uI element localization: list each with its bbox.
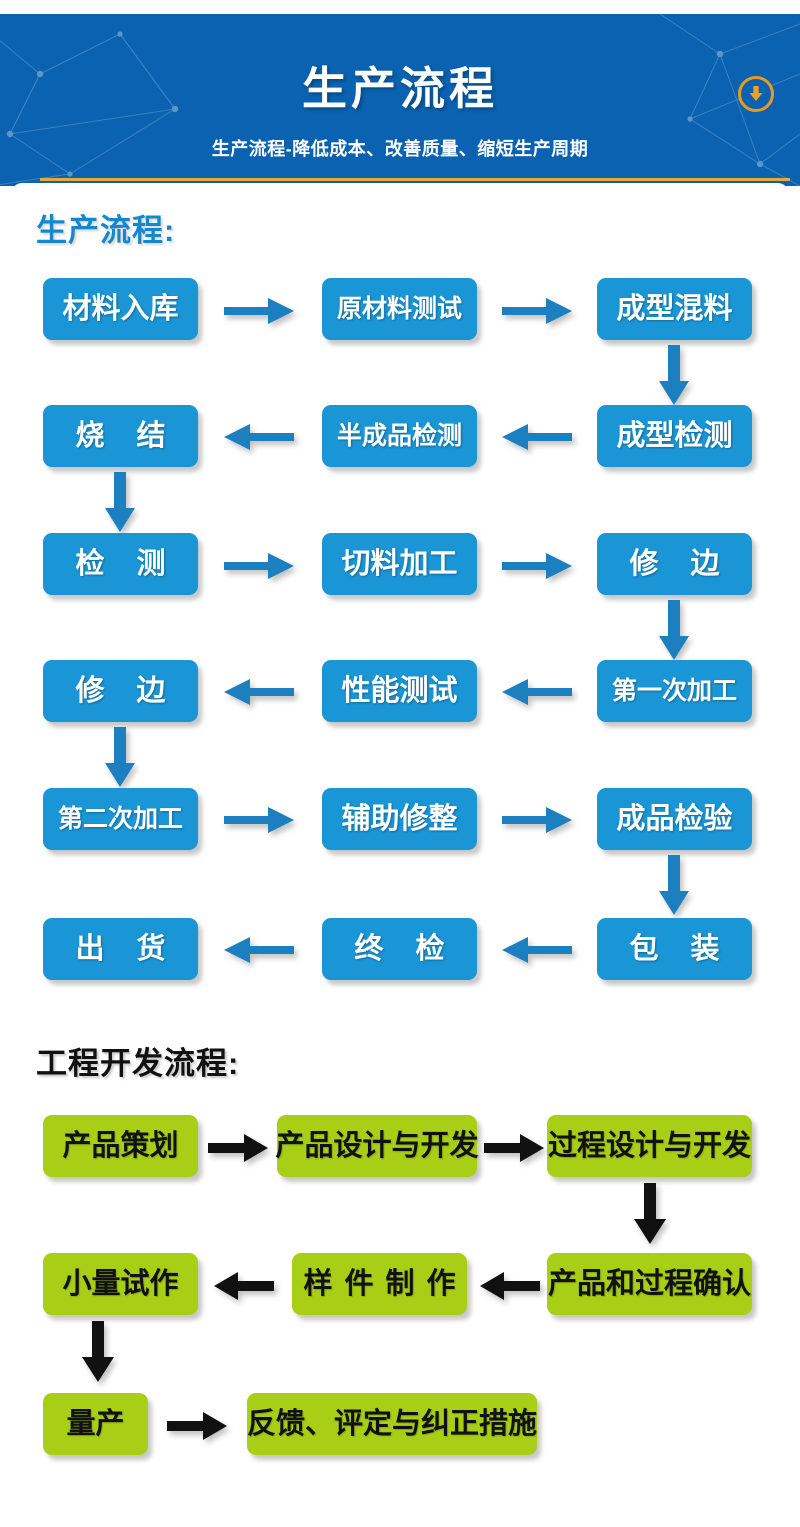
node-production-10[interactable]: 第一次加工: [597, 660, 752, 722]
node-engineering-8[interactable]: 反馈、评定与纠正措施: [247, 1393, 537, 1455]
node-production-12[interactable]: 修 边: [43, 660, 198, 722]
arrow-left-icon: [478, 1271, 540, 1301]
arrow-right-icon: [502, 551, 574, 581]
arrow-right-icon: [502, 805, 574, 835]
node-label: 原材料测试: [336, 294, 462, 323]
arrow-down-icon: [80, 1321, 116, 1383]
arrow-left-icon: [212, 1271, 274, 1301]
node-production-17[interactable]: 终 检: [322, 918, 477, 980]
network-pattern-decoration: [0, 14, 800, 186]
node-label: 修 边: [75, 674, 178, 707]
arrow-down-icon: [632, 1183, 668, 1245]
node-production-9[interactable]: 修 边: [597, 533, 752, 595]
node-label: 出 货: [75, 932, 178, 965]
node-production-11[interactable]: 性能测试: [322, 660, 477, 722]
node-label: 检 测: [75, 547, 178, 580]
node-production-14[interactable]: 辅助修整: [322, 788, 477, 850]
node-label: 材料入库: [62, 292, 179, 325]
node-label: 成型检测: [616, 419, 733, 452]
node-production-1[interactable]: 材料入库: [43, 278, 198, 340]
node-production-6[interactable]: 烧 结: [43, 405, 198, 467]
node-label: 过程设计与开发: [547, 1129, 751, 1162]
node-production-3[interactable]: 成型混料: [597, 278, 752, 340]
node-production-7[interactable]: 检 测: [43, 533, 198, 595]
content-card: 生产流程: 材料入库 原材料测试 成型混料 烧 结 半成品检测 成型检测: [12, 183, 788, 1521]
arrow-left-icon: [502, 935, 574, 965]
node-label: 辅助修整: [341, 802, 458, 835]
arrow-left-icon: [224, 422, 296, 452]
node-engineering-7[interactable]: 量产: [43, 1393, 148, 1455]
node-engineering-4[interactable]: 产品和过程确认: [547, 1253, 752, 1315]
node-label: 产品策划: [62, 1129, 179, 1162]
node-label: 量产: [66, 1407, 125, 1440]
node-production-8[interactable]: 切料加工: [322, 533, 477, 595]
arrow-left-icon: [224, 935, 296, 965]
node-production-18[interactable]: 出 货: [43, 918, 198, 980]
arrow-left-icon: [502, 677, 574, 707]
node-label: 修 边: [629, 547, 732, 580]
arrow-right-icon: [224, 805, 296, 835]
node-engineering-2[interactable]: 产品设计与开发: [275, 1115, 479, 1177]
node-label: 包 装: [629, 932, 732, 965]
arrow-right-icon: [502, 296, 574, 326]
node-label: 半成品检测: [336, 421, 462, 450]
node-label: 第二次加工: [57, 804, 183, 833]
node-label: 第一次加工: [611, 676, 737, 705]
page-subtitle: 生产流程-降低成本、改善质量、缩短生产周期: [211, 139, 589, 159]
node-label: 产品和过程确认: [547, 1267, 751, 1300]
arrow-right-icon: [167, 1411, 229, 1441]
node-label: 产品设计与开发: [275, 1129, 479, 1162]
node-label: 样件制作: [303, 1267, 468, 1300]
page-header: 生产流程 生产流程-降低成本、改善质量、缩短生产周期: [0, 14, 800, 186]
arrow-right-icon: [208, 1133, 270, 1163]
node-production-13[interactable]: 第二次加工: [43, 788, 198, 850]
arrow-down-icon: [102, 472, 138, 534]
node-label: 切料加工: [341, 547, 458, 580]
header-divider: [40, 178, 790, 181]
node-label: 烧 结: [75, 419, 178, 452]
node-label: 小量试作: [62, 1267, 179, 1300]
node-label: 反馈、评定与纠正措施: [247, 1407, 538, 1440]
node-production-16[interactable]: 包 装: [597, 918, 752, 980]
node-production-5[interactable]: 半成品检测: [322, 405, 477, 467]
arrow-down-icon: [656, 855, 692, 917]
arrow-left-icon: [502, 422, 574, 452]
node-label: 成型混料: [616, 292, 733, 325]
arrow-right-icon: [484, 1133, 546, 1163]
section-title-engineering: 工程开发流程:: [36, 1046, 240, 1081]
node-production-2[interactable]: 原材料测试: [322, 278, 477, 340]
arrow-down-icon: [656, 600, 692, 662]
node-engineering-6[interactable]: 小量试作: [43, 1253, 198, 1315]
arrow-right-icon: [224, 551, 296, 581]
node-engineering-5[interactable]: 样件制作: [292, 1253, 467, 1315]
arrow-right-icon: [224, 296, 296, 326]
page-title: 生产流程: [301, 63, 498, 114]
arrow-down-icon: [656, 345, 692, 407]
arrow-down-icon: [102, 727, 138, 789]
node-production-15[interactable]: 成品检验: [597, 788, 752, 850]
node-production-4[interactable]: 成型检测: [597, 405, 752, 467]
node-engineering-1[interactable]: 产品策划: [43, 1115, 198, 1177]
section-title-production: 生产流程:: [36, 213, 176, 248]
download-circle-icon[interactable]: [738, 76, 774, 112]
node-engineering-3[interactable]: 过程设计与开发: [547, 1115, 752, 1177]
node-label: 性能测试: [341, 674, 458, 707]
arrow-left-icon: [224, 677, 296, 707]
node-label: 成品检验: [616, 802, 733, 835]
node-label: 终 检: [354, 932, 457, 965]
